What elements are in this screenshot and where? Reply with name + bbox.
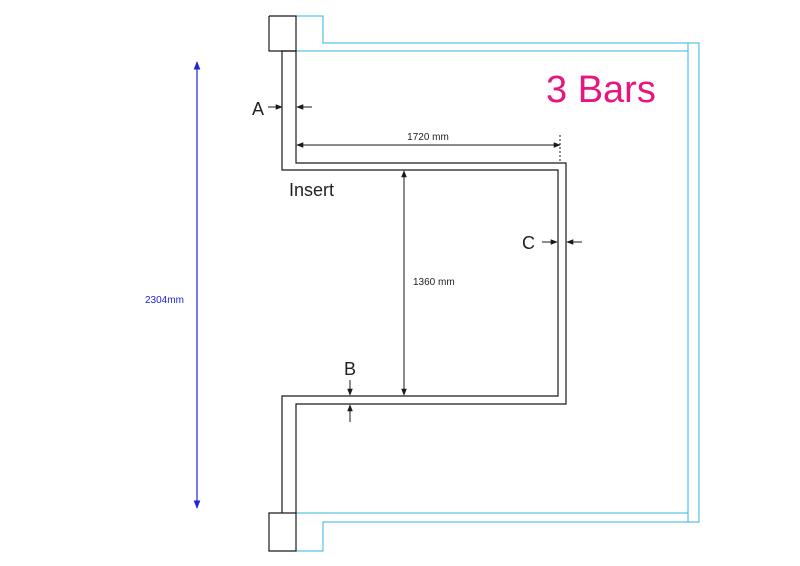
height-label: 1360 mm <box>413 277 455 288</box>
drawing-title: 3 Bars <box>546 69 656 111</box>
marker-a-label: A <box>252 99 264 119</box>
marker-c-label: C <box>522 233 535 253</box>
marker-b: B <box>344 359 356 422</box>
overall-dimension: 2304mm <box>145 61 201 509</box>
width-dimension: 1720 mm <box>296 132 561 163</box>
marker-b-label: B <box>344 359 356 379</box>
marker-a: A <box>252 99 312 119</box>
overall-label: 2304mm <box>145 295 184 306</box>
height-dimension: 1360 mm <box>401 170 455 396</box>
insert-outline <box>268 15 567 552</box>
width-label: 1720 mm <box>407 132 449 143</box>
insert-label: Insert <box>289 180 334 200</box>
cyan-frame <box>296 15 700 552</box>
marker-c: C <box>522 233 582 253</box>
